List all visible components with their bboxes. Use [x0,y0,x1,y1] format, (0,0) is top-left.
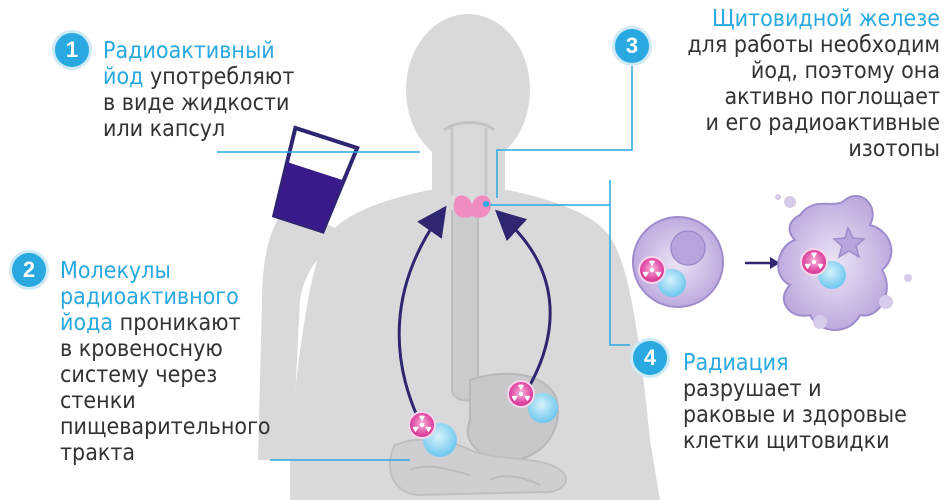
damaged-cell [775,194,912,331]
step-1-text: Радиоактивный йод употребляют в виде жид… [103,38,295,142]
healthy-cell [632,216,724,308]
step-3-badge: 3 [612,26,652,66]
connector-lines [217,65,633,461]
step-4-text: Радиация разрушает и раковые и здоровые … [683,350,907,454]
body-silhouette [258,14,660,500]
cup-icon [271,125,360,234]
isotope-left [408,411,457,457]
step-2-badge: 2 [9,250,49,290]
arrow-icon [745,257,780,269]
circulation-arrows [397,205,552,419]
step-3-text: Щитовидной железе для работы необходим й… [687,6,940,162]
step-4-badge: 4 [630,338,670,378]
thyroid-gland [453,195,491,218]
step-1-badge: 1 [52,30,92,70]
isotope-right [507,380,558,423]
step-2-text: Молекулы радиоактивного йода проникают в… [60,258,271,466]
